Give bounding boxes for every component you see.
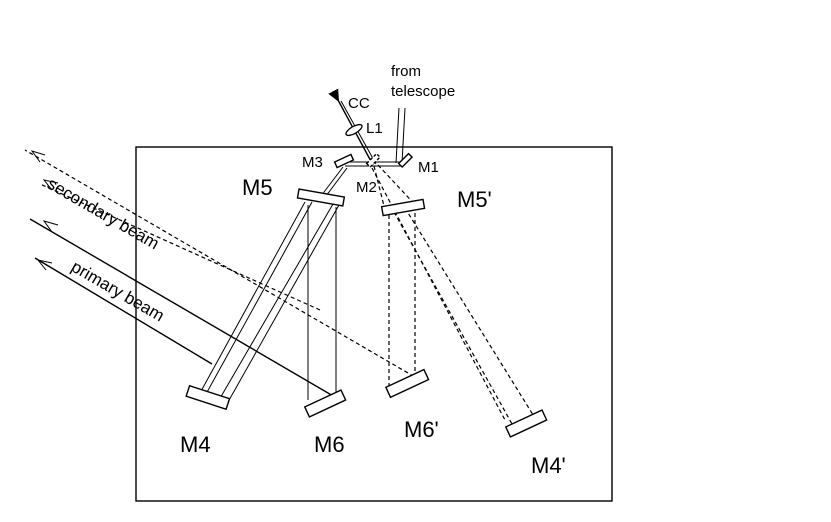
lens-l1	[345, 123, 363, 137]
m6-label: M6	[314, 432, 345, 457]
cc-label: CC	[348, 95, 370, 112]
m4-prime-label: M4'	[531, 453, 566, 478]
from-label: from	[391, 63, 421, 80]
mirror-m6	[303, 389, 347, 418]
mirror-m5	[296, 188, 346, 207]
enclosure-box	[135, 146, 613, 502]
beam-arrowheads	[30, 150, 59, 271]
primary-beam-path	[29, 166, 348, 403]
mirror-m6-prime	[384, 368, 430, 399]
m5-prime-label: M5'	[457, 187, 492, 212]
m2-label: M2	[356, 179, 377, 196]
mirror-m1	[397, 152, 414, 169]
telescope-input-beam	[395, 107, 406, 164]
secondary-beam-label: secondary beam	[44, 174, 162, 253]
m3-label: M3	[302, 154, 323, 171]
mirror-m4	[185, 384, 231, 411]
secondary-beam-path	[24, 149, 536, 425]
telescope-label: telescope	[391, 83, 455, 100]
mirror-m5-prime	[380, 198, 426, 217]
m1-label: M1	[418, 159, 439, 176]
m6-prime-label: M6'	[404, 417, 439, 442]
m4-label: M4	[180, 432, 211, 457]
l1-label: L1	[366, 120, 383, 137]
mirror-m2	[365, 152, 382, 169]
mirror-m4-prime	[504, 409, 548, 438]
mirror-m3	[333, 153, 355, 169]
m5-label: M5	[242, 175, 273, 200]
